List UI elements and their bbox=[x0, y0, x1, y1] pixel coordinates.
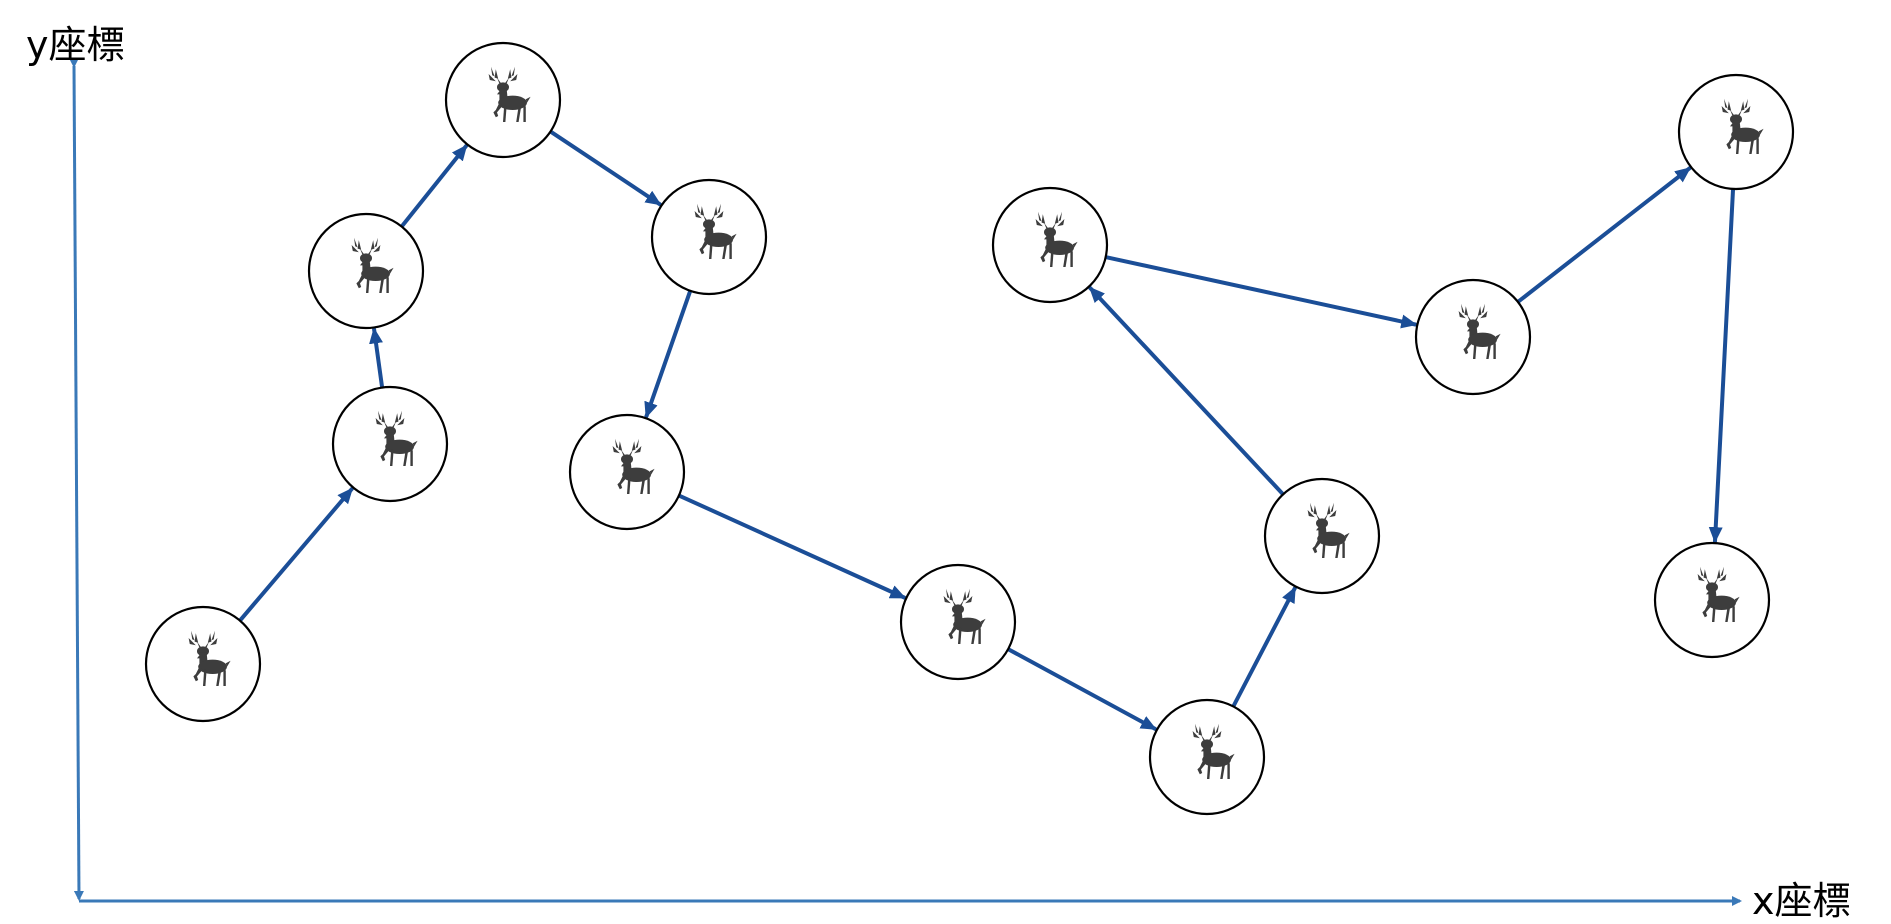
edge-arrow-n3-n4 bbox=[400, 144, 469, 228]
edge-arrow-n4-n5 bbox=[549, 130, 662, 207]
edge-arrow-n5-n6 bbox=[644, 289, 692, 419]
edge-arrow-n7-n8 bbox=[1007, 647, 1158, 731]
edge-arrow-n12-n13 bbox=[1708, 187, 1735, 544]
edge-arrow-n6-n7 bbox=[677, 493, 907, 600]
node-n6 bbox=[568, 413, 686, 531]
edges bbox=[238, 130, 1735, 731]
node-n5 bbox=[650, 178, 768, 296]
node-n12 bbox=[1677, 73, 1795, 191]
edge-arrow-n2-n3 bbox=[369, 327, 384, 389]
y-axis-line bbox=[68, 57, 84, 901]
node-n13 bbox=[1653, 541, 1771, 659]
axes: y座標 x座標 bbox=[26, 23, 1851, 923]
node-n4 bbox=[444, 41, 562, 159]
node-n3 bbox=[307, 212, 425, 330]
nodes bbox=[144, 41, 1795, 816]
edge-arrow-n1-n2 bbox=[238, 487, 354, 622]
node-n7 bbox=[899, 563, 1017, 681]
edge-arrow-n8-n9 bbox=[1231, 586, 1297, 708]
x-axis-label: x座標 bbox=[1752, 879, 1851, 923]
node-n10 bbox=[991, 186, 1109, 304]
edge-arrow-n10-n11 bbox=[1104, 255, 1418, 329]
edge-arrow-n11-n12 bbox=[1516, 166, 1692, 304]
node-n9 bbox=[1263, 477, 1381, 595]
node-n8 bbox=[1148, 698, 1266, 816]
edge-arrow-n9-n10 bbox=[1088, 286, 1285, 496]
node-n2 bbox=[331, 385, 449, 503]
node-n1 bbox=[144, 605, 262, 723]
node-n11 bbox=[1414, 278, 1532, 396]
y-axis-label: y座標 bbox=[26, 23, 125, 67]
